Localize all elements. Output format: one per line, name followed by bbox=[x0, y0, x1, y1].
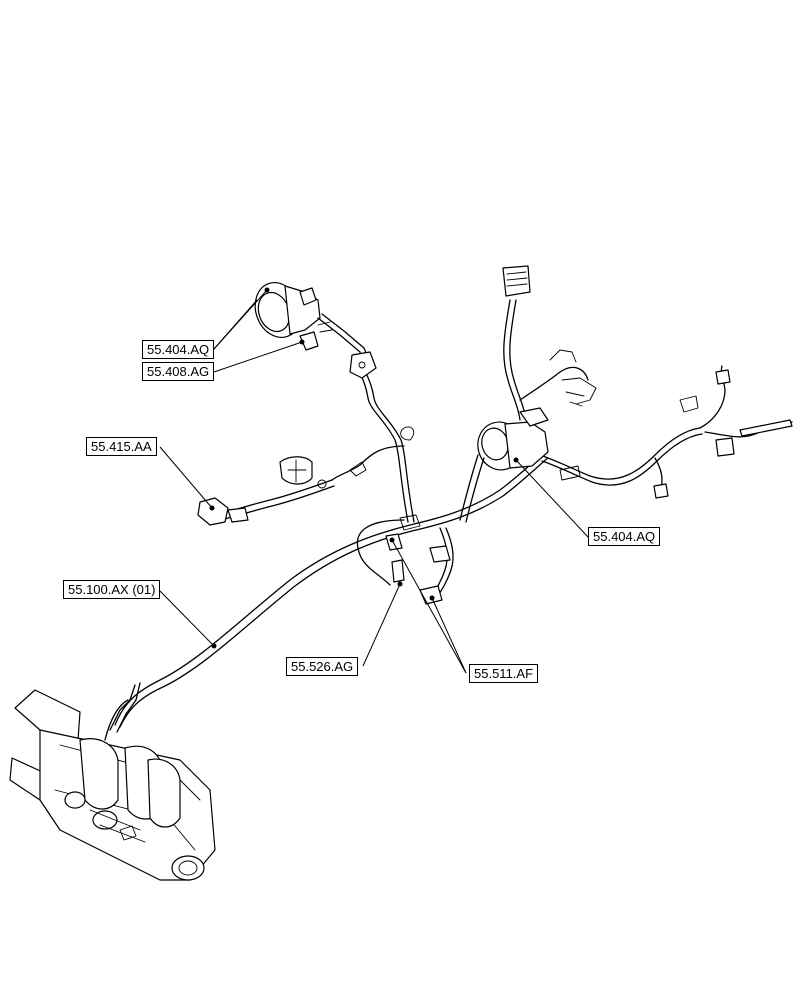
callout-left-lamp-bulb[interactable]: 55.408.AG bbox=[142, 362, 215, 381]
loader-frame bbox=[9, 689, 216, 881]
left-work-lamp bbox=[254, 282, 377, 379]
right-harness bbox=[502, 265, 793, 499]
callout-beacon[interactable]: 55.511.AF bbox=[469, 664, 539, 683]
right-work-lamp bbox=[459, 407, 549, 523]
callout-main-harness[interactable]: 55.100.AX (01) bbox=[63, 580, 161, 599]
callout-right-work-lamp[interactable]: 55.404.AQ bbox=[588, 527, 661, 546]
sensor-branch bbox=[197, 445, 405, 526]
callout-left-work-lamp[interactable]: 55.404.AQ bbox=[142, 340, 215, 359]
leader-lines bbox=[158, 289, 589, 674]
callout-connector[interactable]: 55.526.AG bbox=[286, 657, 359, 676]
callout-sensor[interactable]: 55.415.AA bbox=[86, 437, 157, 456]
leader-dots bbox=[209, 287, 519, 649]
main-harness bbox=[109, 451, 549, 733]
left-lamp-branch bbox=[356, 367, 415, 586]
